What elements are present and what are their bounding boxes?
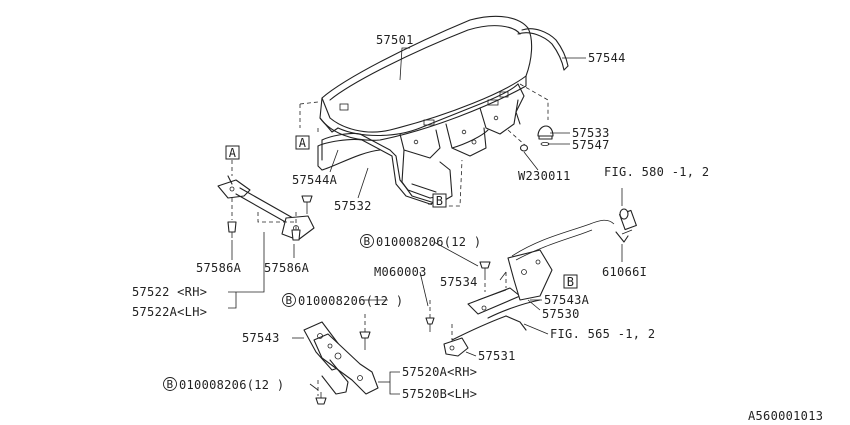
- lock-cover-57534: [467, 287, 521, 315]
- label-fig-580: FIG. 580 -1, 2: [604, 165, 709, 179]
- label-57530: 57530: [542, 307, 580, 321]
- ref-box-b-top: B: [432, 193, 447, 208]
- ref-box-a-top: A: [295, 135, 310, 150]
- label-bolt-low: 010008206(12 ): [179, 378, 284, 392]
- grommet-w230011: [519, 144, 529, 152]
- bolt-mid-lock: [479, 261, 491, 276]
- striker-57531: [443, 337, 469, 357]
- label-57544: 57544: [588, 51, 626, 65]
- label-57520a-rh: 57520A<RH>: [402, 365, 477, 379]
- label-57501: 57501: [376, 33, 414, 47]
- figure-code: A560001013: [748, 409, 823, 423]
- label-w230011: W230011: [518, 169, 571, 183]
- bolt-symbol-top: B: [360, 234, 374, 248]
- svg-text:A: A: [229, 146, 237, 160]
- key-cylinder-61066i: [615, 208, 637, 243]
- screw-m060003: [425, 317, 435, 332]
- label-57586a-left: 57586A: [196, 261, 242, 275]
- bolt-symbol-low: B: [163, 377, 177, 391]
- svg-text:B: B: [364, 235, 371, 248]
- label-57543a: 57543A: [544, 293, 590, 307]
- label-57522-rh: 57522 <RH>: [132, 285, 207, 299]
- lock-cable: [511, 219, 615, 257]
- lock-bracket-57543A: [507, 249, 553, 301]
- label-57534: 57534: [440, 275, 478, 289]
- svg-text:B: B: [286, 294, 293, 307]
- label-57543: 57543: [242, 331, 280, 345]
- label-57532: 57532: [334, 199, 372, 213]
- label-57586a-right: 57586A: [264, 261, 310, 275]
- trunk-lid: [319, 15, 533, 205]
- lock-assembly-57530: [451, 299, 541, 341]
- label-bolt-top: 010008206(12 ): [376, 235, 481, 249]
- svg-text:A: A: [299, 136, 307, 150]
- ref-box-a-left: A: [225, 145, 240, 160]
- svg-text:B: B: [436, 194, 444, 208]
- leader-lines: [228, 47, 623, 395]
- svg-text:B: B: [167, 378, 174, 391]
- seal-frame: [317, 132, 443, 205]
- label-57522a-lh: 57522A<LH>: [132, 305, 207, 319]
- bumper-57533: [537, 125, 554, 146]
- hinge-bolt-lower: [315, 392, 327, 405]
- hinge-bolt-upper: [359, 331, 371, 350]
- label-fig-565: FIG. 565 -1, 2: [550, 327, 655, 341]
- label-57544a: 57544A: [292, 173, 338, 187]
- bolt-top-left: [301, 195, 313, 214]
- label-m060003: M060003: [374, 265, 427, 279]
- label-57547: 57547: [572, 138, 610, 152]
- bolt-symbol-mid: B: [282, 293, 296, 307]
- hinge-assembly: [303, 321, 379, 395]
- ref-box-b-right: B: [563, 274, 578, 289]
- svg-text:B: B: [567, 275, 575, 289]
- label-bolt-mid: 010008206(12 ): [298, 294, 403, 308]
- label-57531: 57531: [478, 349, 516, 363]
- cushion-clip-right: [291, 229, 301, 241]
- label-61066i: 61066I: [602, 265, 647, 279]
- label-57520b-lh: 57520B<LH>: [402, 387, 477, 401]
- cushion-clip-left: [227, 221, 237, 238]
- label-57533: 57533: [572, 126, 610, 140]
